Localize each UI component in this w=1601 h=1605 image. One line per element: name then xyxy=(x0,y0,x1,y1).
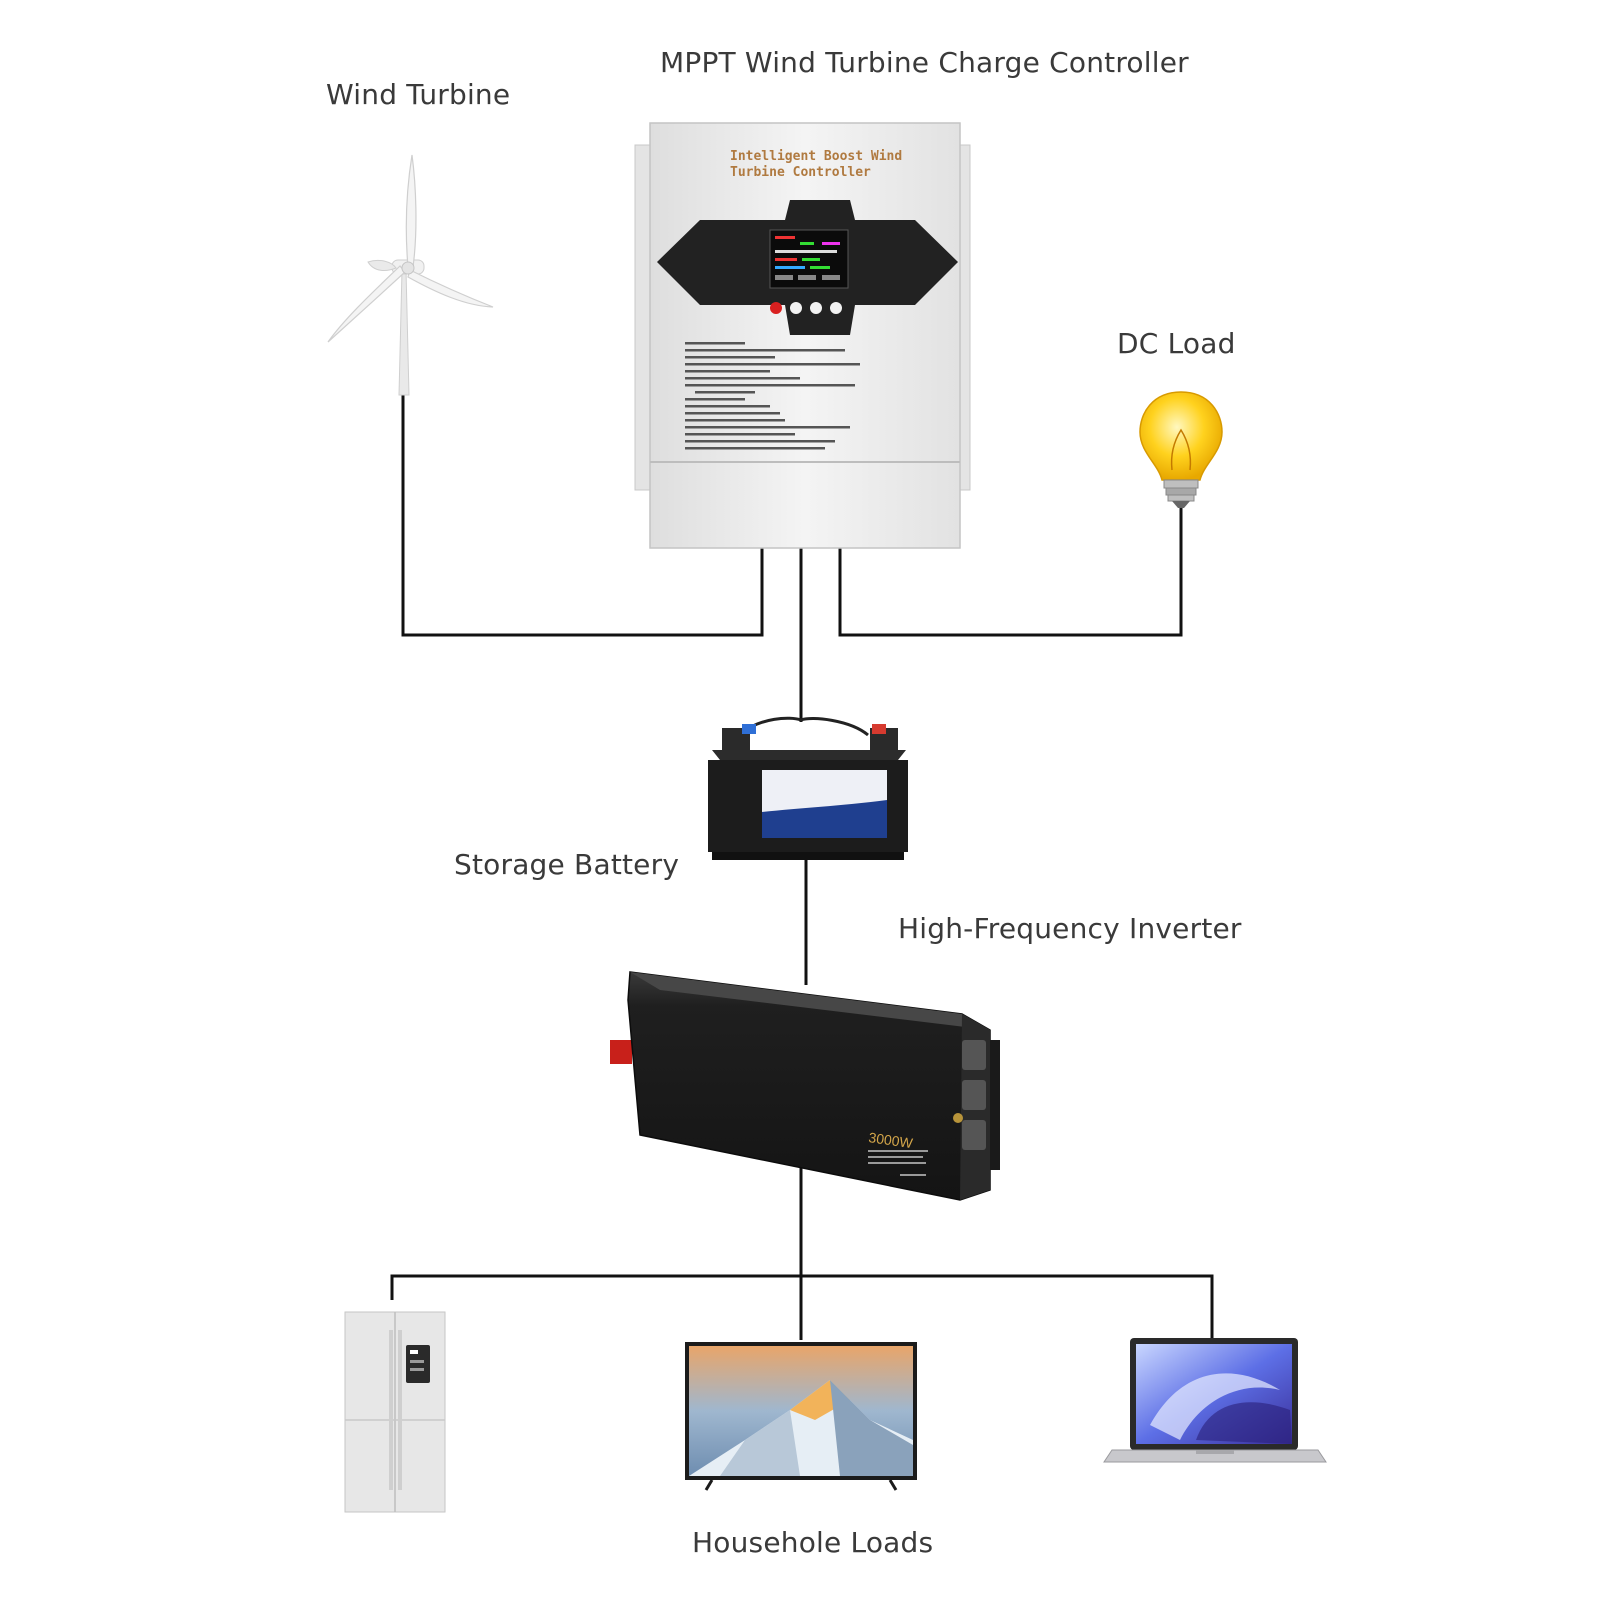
household-loads-label: Househole Loads xyxy=(692,1526,934,1559)
controller-face-line2: Turbine Controller xyxy=(730,165,871,180)
battery-icon xyxy=(708,716,908,860)
inverter-rating: 3000W xyxy=(868,1129,915,1151)
controller-label: MPPT Wind Turbine Charge Controller xyxy=(660,46,1189,79)
light-bulb-icon xyxy=(1139,391,1223,508)
wire-turbine-to-controller xyxy=(401,395,764,637)
refrigerator-icon xyxy=(344,1311,446,1513)
wind-turbine-icon xyxy=(327,154,494,396)
television-icon xyxy=(685,1342,917,1491)
controller-face-line1: Intelligent Boost Wind xyxy=(730,149,902,164)
controller-spec-text xyxy=(685,342,860,450)
laptop-icon xyxy=(1103,1338,1327,1463)
wind-turbine-label: Wind Turbine xyxy=(326,78,511,111)
inverter-icon xyxy=(610,971,1000,1201)
inverter-label: High-Frequency Inverter xyxy=(898,912,1242,945)
wiring xyxy=(390,395,1214,1340)
inverter-outlets xyxy=(962,1040,986,1150)
storage-battery-label: Storage Battery xyxy=(454,848,680,881)
wire-household-bus xyxy=(390,1274,1214,1340)
charge-controller-icon xyxy=(634,122,971,549)
dc-load-label: DC Load xyxy=(1117,327,1236,360)
wire-controller-to-dc-load xyxy=(838,505,1183,637)
